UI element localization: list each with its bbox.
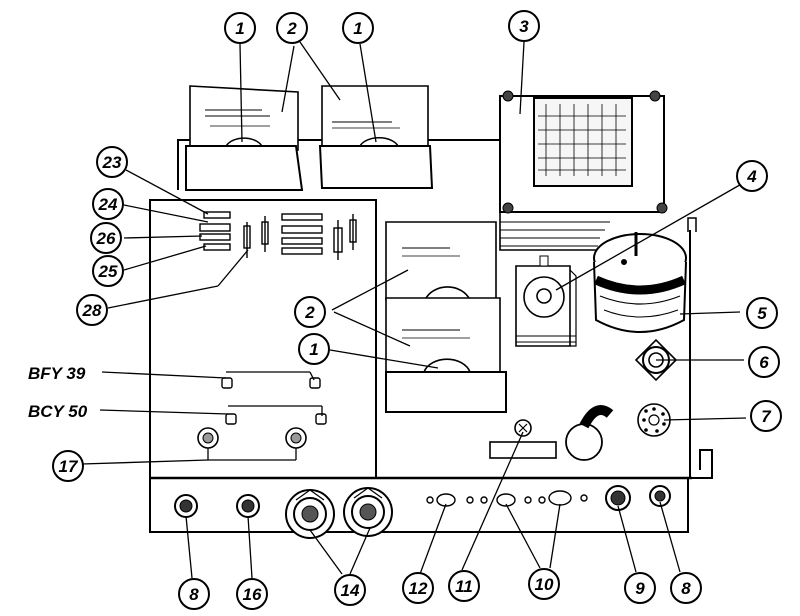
callout-number: 7 (761, 407, 772, 426)
callout-c14: 14 (334, 574, 366, 606)
callout-circle (748, 346, 780, 378)
crt-screen (533, 97, 633, 187)
callout-number: 1 (235, 19, 244, 38)
callout-circle (236, 578, 268, 610)
callout-c28: 28 (76, 294, 108, 326)
callout-c25: 25 (92, 255, 124, 287)
callout-c2a: 2 (276, 12, 308, 44)
callout-number: 8 (189, 585, 199, 604)
callout-number: 6 (759, 353, 769, 372)
callout-circle (90, 222, 122, 254)
label-bfy39: BFY 39 (28, 364, 86, 383)
callout-c4: 4 (736, 160, 768, 192)
callout-number: 1 (309, 340, 318, 359)
callout-c9: 9 (624, 572, 656, 604)
transformer (593, 232, 687, 333)
callout-circle (624, 572, 656, 604)
callout-number: 11 (455, 577, 473, 596)
callout-circle (52, 450, 84, 482)
callout-number: 4 (746, 167, 757, 186)
callout-c10: 10 (528, 568, 560, 600)
callout-number: 14 (341, 581, 360, 600)
callout-c7: 7 (750, 400, 782, 432)
callout-number: 23 (102, 153, 122, 172)
callout-number: 16 (243, 585, 262, 604)
front-knob-left (285, 489, 335, 539)
callout-c23: 23 (96, 146, 128, 178)
callout-c1c: 1 (298, 333, 330, 365)
callout-circle (92, 188, 124, 220)
callout-c8b: 8 (670, 572, 702, 604)
callout-c17: 17 (52, 450, 84, 482)
callout-number: 25 (98, 262, 118, 281)
callout-number: 12 (409, 579, 428, 598)
callout-circle (224, 12, 256, 44)
front-indicator-row (426, 490, 588, 507)
transistors (221, 377, 327, 425)
board-components (199, 211, 357, 260)
callout-number: 10 (535, 575, 554, 594)
callout-number: 3 (519, 17, 529, 36)
callout-number: 5 (757, 304, 767, 323)
callout-circle (92, 255, 124, 287)
knob-housing (515, 255, 577, 347)
callout-number: 8 (681, 579, 691, 598)
chassis-front-panel (149, 478, 689, 533)
trim-pots (197, 427, 307, 449)
front-knob-right (343, 487, 393, 537)
callout-c3: 3 (508, 10, 540, 42)
callout-number: 28 (82, 301, 102, 320)
meter-middle-lower (385, 297, 507, 413)
callout-circle (334, 574, 366, 606)
callout-circle (750, 400, 782, 432)
front-jack-2 (236, 494, 260, 518)
callout-c16: 16 (236, 578, 268, 610)
callout-circle (508, 10, 540, 42)
crt-unit (499, 90, 668, 251)
callout-c24: 24 (92, 188, 124, 220)
chassis-details (489, 405, 614, 461)
callout-c8a: 8 (178, 578, 210, 610)
callout-number: 9 (635, 579, 645, 598)
callout-circle (736, 160, 768, 192)
callout-c6: 6 (748, 346, 780, 378)
meter-top-left (185, 85, 304, 191)
callout-c26: 26 (90, 222, 122, 254)
callout-c5: 5 (746, 297, 778, 329)
callout-circle (276, 12, 308, 44)
meter-top-right (318, 85, 434, 189)
callout-circle (670, 572, 702, 604)
leader-lines (81, 41, 753, 579)
front-jack-left (174, 494, 198, 518)
callout-number: 24 (98, 195, 118, 214)
callout-number: 2 (304, 303, 315, 322)
callout-c12: 12 (402, 572, 434, 604)
meter-middle-upper (385, 221, 497, 301)
callout-circle (746, 297, 778, 329)
callout-circle (342, 12, 374, 44)
callout-circle (448, 570, 480, 602)
callout-c11: 11 (448, 570, 480, 602)
callout-c1a: 1 (224, 12, 256, 44)
callout-circle (178, 578, 210, 610)
callout-number: 26 (96, 229, 116, 248)
callout-c2b: 2 (294, 296, 326, 328)
callout-circle (76, 294, 108, 326)
callout-circle (96, 146, 128, 178)
callout-circle (402, 572, 434, 604)
callout-circle (528, 568, 560, 600)
label-bcy50: BCY 50 (28, 402, 88, 421)
callout-c1b: 1 (342, 12, 374, 44)
callout-number: 1 (353, 19, 362, 38)
front-jack-8-right (649, 485, 671, 507)
callout-circle (298, 333, 330, 365)
callout-number: 17 (59, 457, 79, 476)
front-jack-9 (605, 485, 631, 511)
callout-number: 2 (286, 19, 297, 38)
callout-circle (294, 296, 326, 328)
